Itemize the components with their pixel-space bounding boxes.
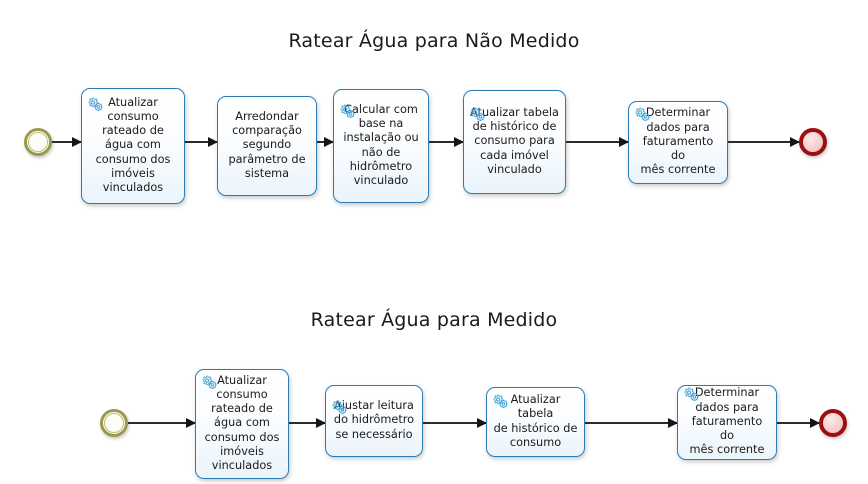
end-event-nao-medido[interactable] xyxy=(799,128,827,156)
task-ajustar-leitura-hidrometro[interactable]: Ajustar leitura do hidrômetro se necessá… xyxy=(325,385,423,457)
task-label: Determinar dados para faturamento do mês… xyxy=(640,106,716,177)
connector-task-1-4-to-1-5 xyxy=(566,141,628,143)
diagram-title-medido: Ratear Água para Medido xyxy=(310,309,558,331)
task-determinar-dados-faturamento-2[interactable]: Determinar dados para faturamento do mês… xyxy=(677,385,777,460)
connector-start-to-task-2-1 xyxy=(128,422,195,424)
task-label: Arredondar comparação segundo parâmetro … xyxy=(228,109,306,180)
task-label: Ajustar leitura do hidrômetro se necessá… xyxy=(333,399,415,441)
start-event-nao-medido[interactable] xyxy=(24,128,52,156)
task-atualizar-tabela-historico-2[interactable]: Atualizar tabela de histórico de consumo xyxy=(486,387,585,457)
connector-task-2-3-to-2-4 xyxy=(585,422,677,424)
task-label: Determinar dados para faturamento do mês… xyxy=(689,386,765,457)
task-atualizar-consumo-rateado-2[interactable]: Atualizar consumo rateado de água com co… xyxy=(195,369,289,479)
task-arredondar-comparacao[interactable]: Arredondar comparação segundo parâmetro … xyxy=(217,96,317,196)
task-label: Atualizar consumo rateado de água com co… xyxy=(204,373,280,473)
task-determinar-dados-faturamento-1[interactable]: Determinar dados para faturamento do mês… xyxy=(628,101,728,184)
task-atualizar-tabela-historico-1[interactable]: Atualizar tabela de histórico de consumo… xyxy=(463,90,566,194)
task-label: Calcular com base na instalação ou não d… xyxy=(343,102,419,187)
connector-task-2-1-to-2-2 xyxy=(289,422,325,424)
connector-task-1-1-to-1-2 xyxy=(185,141,217,143)
task-calcular-base-instalacao[interactable]: Calcular com base na instalação ou não d… xyxy=(333,89,429,203)
connector-task-1-5-to-end xyxy=(728,141,799,143)
diagram-title-nao-medido: Ratear Água para Não Medido xyxy=(288,30,580,52)
connector-task-1-3-to-1-4 xyxy=(429,141,463,143)
connector-task-2-4-to-end xyxy=(777,422,819,424)
connector-start-to-task-1-1 xyxy=(52,141,81,143)
end-event-medido[interactable] xyxy=(819,409,847,437)
connector-task-1-2-to-1-3 xyxy=(317,141,333,143)
connector-task-2-2-to-2-3 xyxy=(423,422,486,424)
start-event-medido[interactable] xyxy=(100,409,128,437)
task-atualizar-consumo-rateado-1[interactable]: Atualizar consumo rateado de água com co… xyxy=(81,88,185,204)
task-label: Atualizar consumo rateado de água com co… xyxy=(95,95,171,195)
task-label: Atualizar tabela de histórico de consumo xyxy=(493,393,578,449)
task-label: Atualizar tabela de histórico de consumo… xyxy=(470,105,559,176)
